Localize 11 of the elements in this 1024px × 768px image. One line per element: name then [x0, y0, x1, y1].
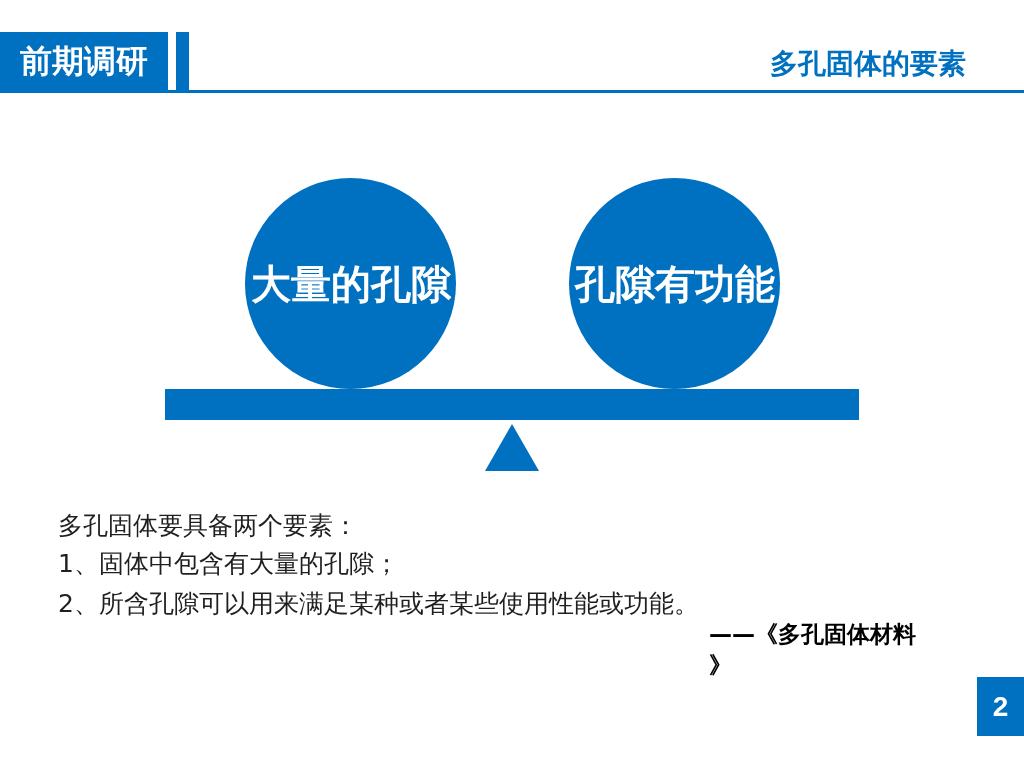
- body-text: 2、所含孔隙可以用来满足某种或者某些使用性能或功能。: [58, 588, 699, 619]
- slide-title: 多孔固体的要素: [770, 46, 966, 82]
- body-text: 多孔固体要具备两个要素：: [58, 510, 358, 541]
- balance-beam: [165, 389, 859, 420]
- balance-circle: 孔隙有功能: [569, 178, 780, 389]
- section-tab: 前期调研: [0, 32, 168, 90]
- page-number-box: 2: [977, 677, 1024, 736]
- citation: ——《多孔固体材料》: [709, 620, 917, 680]
- balance-circle: 大量的孔隙: [245, 178, 456, 389]
- body-text: 1、固体中包含有大量的孔隙；: [58, 548, 399, 579]
- fulcrum-triangle: [485, 424, 539, 471]
